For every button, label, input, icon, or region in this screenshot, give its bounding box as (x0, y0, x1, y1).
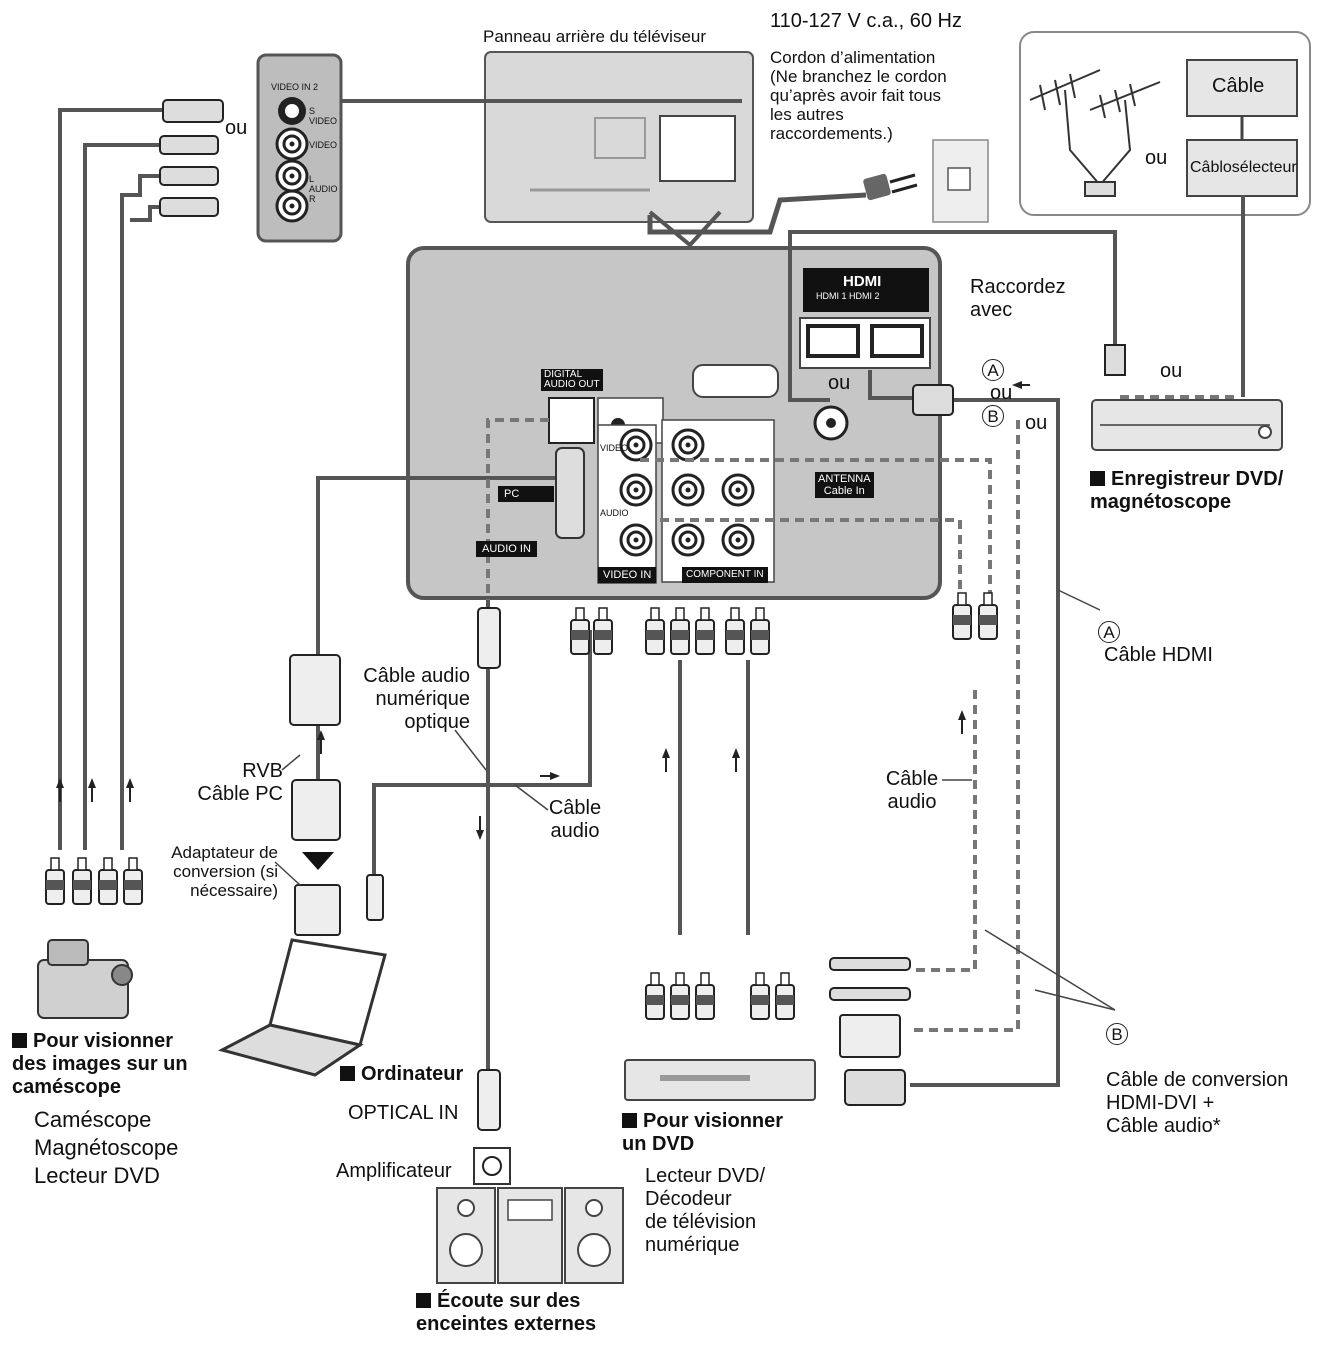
hdmi-cable-label: A Câble HDMI (1098, 598, 1213, 667)
digital-audio-out-label: DIGITAL AUDIO OUT (541, 369, 603, 391)
conversion-cable-label: B Câble de conversion HDMI-DVI + Câble a… (1106, 1000, 1288, 1138)
side-av-panel (256, 53, 343, 243)
hdmi-logo: HDMI (843, 273, 882, 290)
laptop-icon (217, 938, 387, 1077)
side-audio-label: L AUDIO R (309, 174, 338, 204)
connectors (159, 99, 1126, 1185)
computer-label: Ordinateur (340, 1063, 463, 1086)
wall-outlet (932, 139, 989, 223)
adapter-label: Adaptateur de conversion (si nécessaire) (171, 843, 278, 900)
a-mark: A (982, 359, 1004, 381)
connect-or-label: ou (990, 382, 1013, 404)
dvd-recorder-icon (1091, 399, 1283, 451)
rgb-pc-cable-label: RVB Câble PC (197, 760, 283, 805)
voltage-label: 110-127 V c.a., 60 Hz (770, 10, 962, 32)
antenna-label: ANTENNA Cable In (815, 472, 874, 498)
dashed-cables (486, 395, 1240, 1032)
dvd-recorder-label: Enregistreur DVD/ magnétoscope (1090, 468, 1284, 513)
panel-video-label: VIDEO (600, 443, 629, 453)
connect-options: A ou B (982, 336, 1020, 428)
audio-cable-label-1: Câble audio (548, 797, 602, 842)
conversion-cable-text: Câble de conversion HDMI-DVI + Câble aud… (1106, 1069, 1289, 1137)
hdmi-or-label: ou (1025, 412, 1048, 434)
power-cord-note: Cordon d’alimentation (Ne branchez le co… (770, 48, 947, 143)
hdmi-cable-a-mark: A (1098, 621, 1120, 643)
dvd-devices: Lecteur DVD/ Décodeur de télévision numé… (645, 1165, 766, 1256)
svideo-label: S VIDEO (309, 106, 338, 126)
rca-plugs-panel (570, 592, 998, 655)
cables (58, 99, 1245, 1087)
cable-label: Câble (1212, 75, 1265, 97)
tv-rear-panel (484, 51, 754, 248)
power-plug (647, 173, 918, 235)
video-in-2-label: VIDEO IN 2 (271, 82, 319, 92)
side-video-label: VIDEO (309, 140, 338, 150)
b-mark: B (982, 405, 1004, 427)
tv-rear-panel-title: Panneau arrière du téléviseur (483, 27, 707, 46)
rca-plugs-camcorder (45, 857, 143, 905)
pointer-lines (274, 589, 1116, 1011)
speakers-label: Écoute sur des enceintes externes (416, 1290, 597, 1335)
dvd-heading: Pour visionner un DVD (622, 1110, 784, 1155)
optical-in-label: OPTICAL IN (348, 1102, 459, 1124)
antenna-icon (1029, 69, 1161, 197)
antenna-cable-box (1019, 31, 1311, 216)
camcorder-icon (37, 939, 133, 1019)
audio-in-label: AUDIO IN (476, 541, 537, 557)
component-in-label: COMPONENT IN (682, 567, 768, 583)
hdmi-ports-label: HDMI 1 HDMI 2 (816, 291, 880, 301)
arrows (56, 381, 1030, 840)
camcorder-heading: Pour visionner des images sur un camésco… (12, 1030, 188, 1098)
antenna-or-label: ou (1145, 147, 1168, 169)
rca-plugs-dvd (645, 972, 795, 1020)
cable-selector-label: Câblosélecteur (1190, 159, 1297, 176)
stereo-system-icon (436, 1187, 624, 1284)
dvd-player-icon (624, 1059, 816, 1101)
side-or-label: ou (225, 117, 248, 139)
amplifier-label: Amplificateur (336, 1160, 452, 1182)
conversion-b-mark: B (1106, 1023, 1128, 1045)
tv-connector-panel (406, 246, 942, 600)
hdmi-cable-text: Câble HDMI (1104, 644, 1213, 666)
recorder-or-label: ou (1160, 360, 1183, 382)
panel-or-label: ou (828, 372, 851, 394)
video-in-label: VIDEO IN (598, 567, 657, 583)
connect-with-label: Raccordez avec (970, 276, 1066, 321)
audio-cable-label-2: Câble audio (885, 768, 939, 813)
optical-cable-label: Câble audio numérique optique (363, 665, 470, 733)
pc-label: PC (498, 486, 555, 502)
camcorder-devices: Caméscope Magnétoscope Lecteur DVD (34, 1107, 179, 1188)
panel-audio-label: AUDIO (600, 508, 629, 518)
